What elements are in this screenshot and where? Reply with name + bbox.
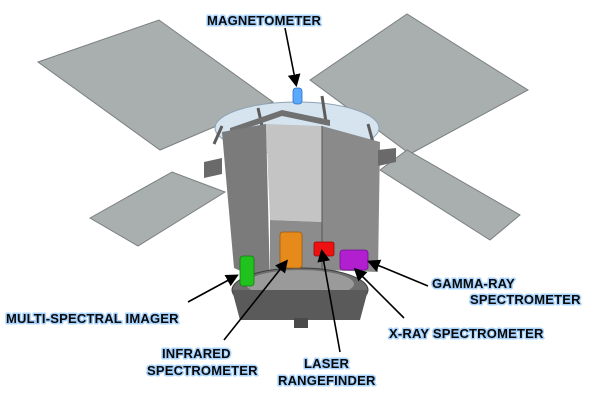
infrared-label-line1: INFRARED [162,346,231,361]
multi-spectral-leader [187,274,239,303]
gamma-ray-label-line2: SPECTROMETER [470,292,581,307]
laser-rangefinder-body [313,241,335,257]
bus-left-face [222,124,270,284]
bus-top-cap [230,110,330,134]
xray-leader [353,267,405,319]
multi-spectral-imager-body [239,255,255,287]
infrared-label-line2: SPECTROMETER [147,363,258,378]
xray-label: X-RAY SPECTROMETER [389,326,544,341]
solar-panel-lower-right [379,149,521,241]
laser-leader [317,248,341,353]
bus-side-ledge-left [204,158,222,178]
solar-panel-upper-left [36,19,275,151]
bus-right-face [322,126,380,272]
base-skirt [232,290,368,320]
bus-light-panel [266,124,322,222]
leader-lines [187,27,429,353]
magnetometer-leader [284,27,301,88]
bus-side-ledge-right [378,148,396,166]
base-nozzle [294,318,308,328]
gamma-ray-label-line1: GAMMA-RAY [432,276,515,291]
gamma-ray-leader [367,259,429,287]
laser-label-line2: RANGEFINDER [278,373,376,388]
laser-label-line1: LASER [304,356,349,371]
magnetometer-boom [292,87,303,105]
solar-panel-lower-left [88,171,227,247]
multi-spectral-label: MULTI-SPECTRAL IMAGER [6,311,179,326]
infrared-spectrometer-body [279,231,303,269]
infrared-leader [223,259,288,341]
magnetometer-label: MAGNETOMETER [207,13,322,28]
gamma-ray-spectrometer-body [339,249,369,271]
